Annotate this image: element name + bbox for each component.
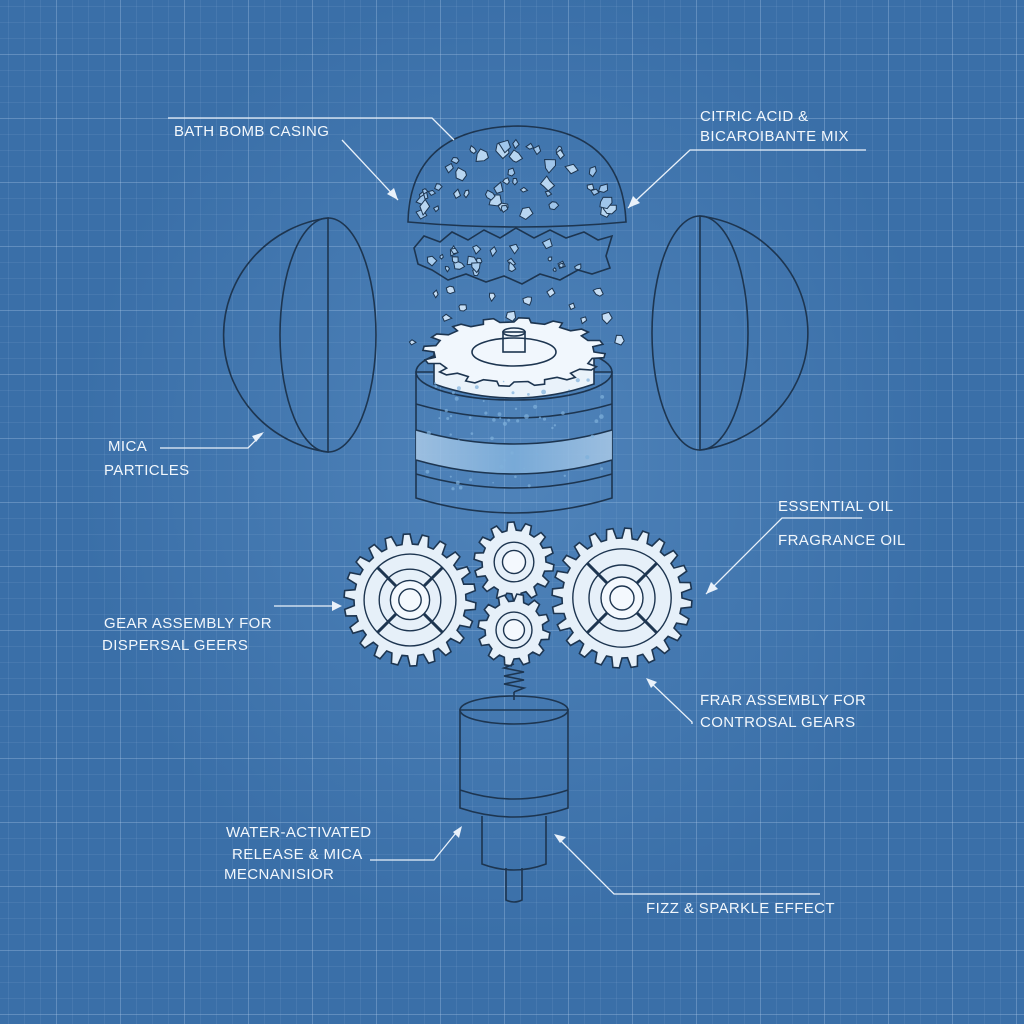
gear-left-large bbox=[343, 533, 477, 667]
label-essential-oil: ESSENTIAL OIL bbox=[778, 498, 894, 515]
crown-gear bbox=[421, 316, 607, 399]
label-water-activated-line2: RELEASE & MICA bbox=[232, 846, 363, 863]
label-water-activated-line1: WATER-ACTIVATED bbox=[226, 824, 372, 841]
label-fizz-sparkle: FIZZ & SPARKLE EFFECT bbox=[646, 900, 835, 917]
label-gear-assembly-line2: DISPERSAL GEERS bbox=[102, 637, 249, 654]
label-mica-line1: MICA bbox=[108, 438, 148, 455]
label-water-activated-line3: MECNANISIOR bbox=[224, 866, 335, 883]
core-hub bbox=[471, 327, 557, 367]
crumb-slab bbox=[413, 227, 614, 285]
label-frar-assembly-line1: FRAR ASSEMBLY FOR bbox=[700, 692, 867, 709]
spring bbox=[501, 663, 527, 700]
label-citric-acid-line1: CITRIC ACID & bbox=[700, 108, 809, 125]
gear-center-upper bbox=[473, 521, 555, 603]
core-cylinder bbox=[415, 343, 613, 514]
label-bath-bomb-casing: BATH BOMB CASING bbox=[174, 123, 330, 140]
dome-crystals bbox=[415, 138, 617, 221]
gear-right-large bbox=[551, 527, 693, 669]
release-cylinder bbox=[459, 695, 569, 903]
label-gear-assembly-line1: GEAR ASSEMBLY FOR bbox=[104, 615, 272, 632]
falling-crumbs bbox=[408, 285, 625, 346]
label-mica-line2: PARTICLES bbox=[104, 462, 190, 479]
left-hemisphere bbox=[222, 217, 377, 453]
label-citric-acid-line2: BICAROIBANTE MIX bbox=[700, 128, 849, 145]
right-hemisphere bbox=[651, 215, 809, 451]
slab-crystals bbox=[426, 237, 582, 277]
label-frar-assembly-line2: CONTROSAL GEARS bbox=[700, 714, 856, 731]
label-fragrance-oil: FRAGRANCE OIL bbox=[778, 532, 906, 549]
top-dome-casing bbox=[407, 125, 627, 228]
leader-lines bbox=[160, 117, 866, 895]
core-speckles bbox=[425, 378, 605, 491]
gear-center-lower bbox=[477, 593, 551, 667]
